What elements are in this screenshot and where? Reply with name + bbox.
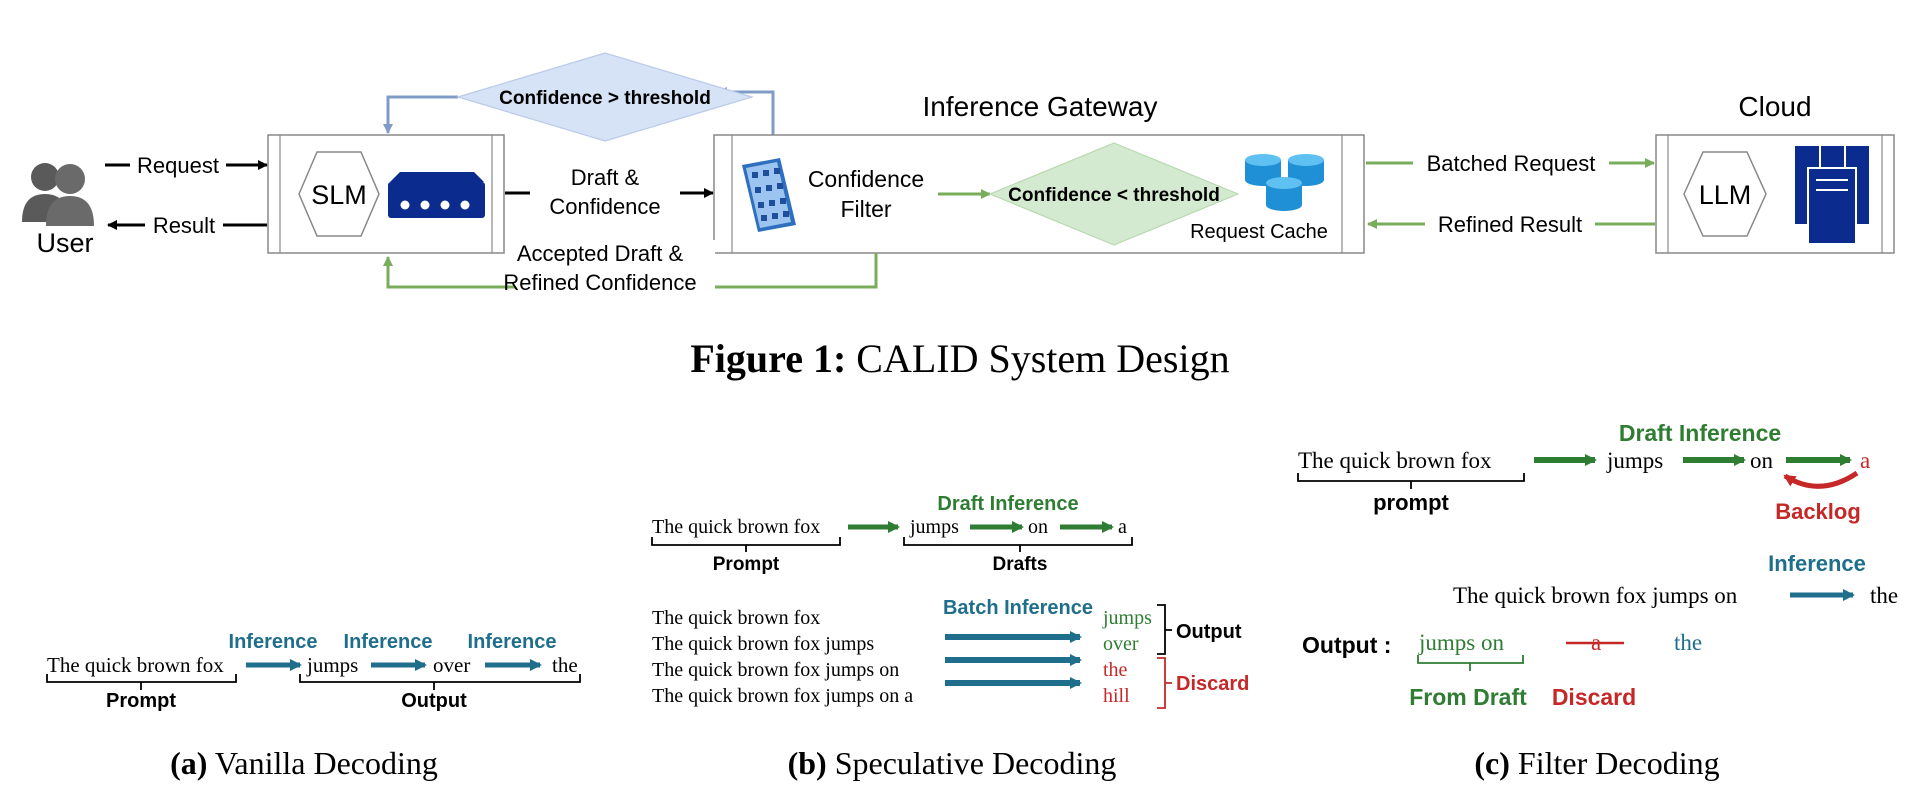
draft-label-line1: Draft & [571, 165, 640, 190]
accepted-label-line2: Refined Confidence [503, 270, 696, 295]
b-output-label: Output [1176, 621, 1242, 643]
b-result-2: over [1103, 633, 1139, 655]
a-caption-title: Vanilla Decoding [215, 745, 438, 781]
b-result-3: the [1103, 659, 1128, 681]
router-icon [388, 172, 485, 218]
c-draft-inference-label: Draft Inference [1619, 420, 1781, 446]
high-confidence-to-slm-arrow [383, 95, 458, 134]
user-icon [22, 163, 94, 226]
b-prompt-brace [651, 537, 841, 552]
b-output-brace [1157, 604, 1172, 655]
slm-box: SLM [267, 134, 505, 254]
figure1-caption: Figure 1: CALID System Design [690, 336, 1229, 381]
c-prompt-label: prompt [1373, 490, 1449, 515]
c-backlog-label: Backlog [1775, 499, 1861, 524]
b-line-4: The quick brown fox jumps on a [652, 685, 913, 707]
c-draft-token-2: on [1750, 448, 1774, 473]
a-prompt-label: Prompt [106, 690, 176, 712]
b-discard-label: Discard [1176, 673, 1249, 695]
c-inference-result: the [1870, 583, 1898, 608]
filter-grid-icon [742, 158, 796, 232]
b-line-2: The quick brown fox jumps [652, 633, 874, 655]
a-prompt-brace [46, 674, 237, 690]
cloud-title: Cloud [1738, 91, 1811, 122]
c-caption: (c) Filter Decoding [1474, 745, 1719, 781]
panel-a-vanilla-decoding: The quick brown fox Inference Inference … [46, 631, 581, 781]
slm-label: SLM [311, 180, 367, 210]
confidence-filter-line1: Confidence [808, 166, 924, 192]
draft-label-line2: Confidence [549, 194, 660, 219]
accepted-label-line1: Accepted Draft & [517, 241, 684, 266]
panel-b-speculative-decoding: Draft Inference The quick brown fox jump… [651, 493, 1249, 781]
b-draft-token-2: on [1028, 516, 1048, 538]
llm-label: LLM [1699, 180, 1752, 210]
b-drafts-brace [903, 537, 1133, 552]
b-batch-inference-label: Batch Inference [943, 597, 1093, 619]
a-caption-label: (a) [170, 745, 207, 781]
b-caption-title: Speculative Decoding [835, 745, 1117, 781]
b-draft-inference-label: Draft Inference [937, 493, 1078, 515]
a-inference-label-2: Inference [344, 631, 433, 653]
figure1-system-design: User Request Result SLM [22, 52, 1895, 381]
request-label: Request [137, 153, 219, 178]
confidence-low-label: Confidence < threshold [1008, 185, 1220, 206]
c-inference-label: Inference [1768, 551, 1866, 576]
cloud-box: LLM [1655, 134, 1895, 254]
a-inference-label-3: Inference [468, 631, 557, 653]
c-from-draft-label: From Draft [1409, 684, 1527, 710]
a-output-label: Output [401, 690, 467, 712]
refined-result-label: Refined Result [1438, 212, 1582, 237]
a-output-brace [299, 674, 581, 690]
c-draft-token-1: jumps [1606, 448, 1663, 473]
a-caption: (a) Vanilla Decoding [170, 745, 438, 781]
result-label: Result [153, 213, 215, 238]
confidence-high-diamond [455, 52, 755, 142]
confidence-low-diamond [988, 142, 1240, 246]
confidence-high-label: Confidence > threshold [499, 88, 711, 109]
c-prompt-text: The quick brown fox [1298, 448, 1492, 473]
c-output-new: the [1674, 630, 1702, 655]
server-icon [1795, 146, 1869, 245]
c-draft-token-3: a [1860, 448, 1870, 473]
figure1-caption-title: CALID System Design [856, 336, 1229, 381]
a-token-1: jumps [306, 653, 358, 677]
b-caption: (b) Speculative Decoding [788, 745, 1117, 781]
confidence-filter-line2: Filter [840, 196, 891, 222]
panel-c-filter-decoding: Draft Inference The quick brown fox jump… [1297, 420, 1898, 781]
b-draft-token-1: jumps [909, 516, 959, 538]
c-inference-prompt: The quick brown fox jumps on [1453, 583, 1738, 608]
b-line-3: The quick brown fox jumps on [652, 659, 899, 681]
b-draft-token-3: a [1118, 516, 1127, 538]
b-result-4: hill [1103, 685, 1130, 707]
c-discard-label: Discard [1552, 684, 1636, 710]
c-from-draft-brace [1417, 655, 1524, 671]
b-result-1: jumps [1102, 607, 1152, 629]
b-drafts-label: Drafts [993, 554, 1048, 575]
a-inference-label-1: Inference [229, 631, 318, 653]
b-prompt-text: The quick brown fox [652, 516, 820, 538]
b-prompt-label: Prompt [713, 554, 780, 575]
c-caption-label: (c) [1474, 745, 1510, 781]
b-discard-brace [1157, 657, 1172, 709]
request-cache-label: Request Cache [1190, 221, 1328, 243]
gateway-title: Inference Gateway [922, 91, 1157, 122]
c-caption-title: Filter Decoding [1518, 745, 1720, 781]
user-label: User [36, 228, 93, 258]
database-icon [1245, 154, 1324, 211]
c-output-draft: jumps on [1418, 630, 1504, 655]
a-prompt-text: The quick brown fox [47, 653, 224, 677]
c-prompt-brace [1297, 473, 1525, 489]
c-backlog-arrow [1783, 470, 1859, 489]
a-token-3: the [552, 653, 578, 677]
batched-request-label: Batched Request [1427, 151, 1596, 176]
b-caption-label: (b) [788, 745, 827, 781]
c-output-label: Output : [1302, 632, 1391, 658]
slm-hexagon [298, 151, 380, 237]
llm-hexagon [1683, 151, 1767, 237]
figure1-caption-label: Figure 1: [690, 336, 846, 381]
a-token-2: over [433, 653, 470, 677]
b-line-1: The quick brown fox [652, 607, 820, 629]
